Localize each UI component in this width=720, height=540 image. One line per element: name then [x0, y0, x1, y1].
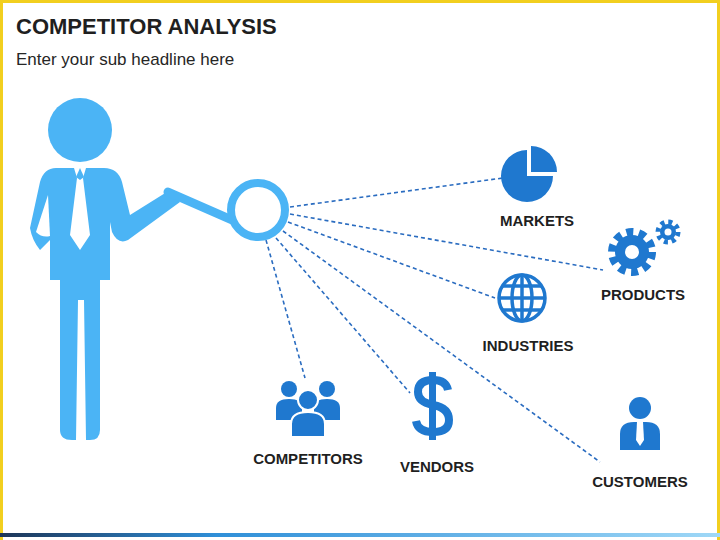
frame-top [0, 0, 720, 3]
globe-icon [499, 275, 545, 321]
category-label: MARKETS [500, 212, 574, 229]
person-figure [30, 98, 180, 440]
frame-right [717, 0, 720, 540]
frame-left [0, 0, 3, 540]
sub-headline: Enter your sub headline here [16, 50, 234, 70]
tie [70, 168, 90, 250]
dashed-rays [266, 178, 603, 462]
category-label: COMPETITORS [253, 450, 363, 467]
dollar-icon [416, 372, 449, 440]
tie-knot [76, 168, 84, 180]
people-group-icon [276, 381, 340, 437]
slide-title: COMPETITOR ANALYSIS [16, 14, 277, 40]
pie-slice [531, 146, 557, 172]
bottom-bar [0, 533, 720, 537]
category-label: VENDORS [400, 458, 474, 475]
customer-icon [620, 397, 660, 450]
magnifier-glass [231, 183, 285, 237]
gear-icon [612, 222, 678, 272]
category-label: PRODUCTS [601, 286, 685, 303]
category-label: CUSTOMERS [592, 473, 688, 490]
category-label: INDUSTRIES [483, 337, 574, 354]
magnifier-handle [168, 192, 232, 220]
